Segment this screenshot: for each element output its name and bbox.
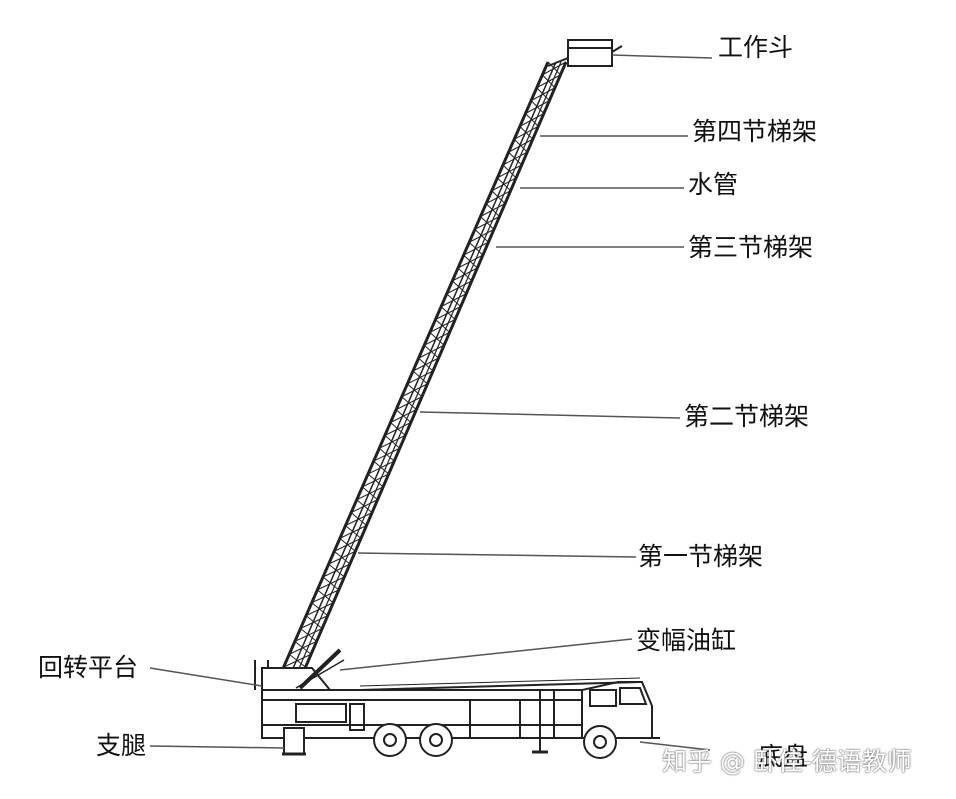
ladder-boom bbox=[276, 61, 568, 681]
lattice-brace bbox=[452, 280, 467, 295]
wheels bbox=[373, 723, 617, 759]
lattice-brace bbox=[322, 576, 340, 591]
lattice-brace bbox=[530, 100, 545, 114]
lattice-brace bbox=[429, 332, 445, 346]
leader-outrigger bbox=[149, 745, 285, 749]
lattice-brace bbox=[519, 126, 534, 140]
lattice-brace bbox=[480, 216, 495, 230]
lattice-brace bbox=[333, 550, 351, 565]
label-outrigger: 支腿 bbox=[96, 731, 147, 760]
lattice-brace bbox=[440, 306, 456, 320]
watermark: 知乎 @ 卧佳-德语教师 bbox=[662, 747, 912, 776]
lattice-brace bbox=[508, 151, 523, 166]
lattice-brace bbox=[328, 563, 345, 578]
lattice-brace bbox=[542, 74, 556, 89]
lattice-brace bbox=[536, 87, 550, 101]
lattice-brace bbox=[412, 370, 428, 385]
lattice-brace bbox=[525, 113, 539, 127]
lattice-brace bbox=[491, 190, 506, 204]
lattice-brace bbox=[423, 344, 439, 359]
label-bucket: 工作斗 bbox=[718, 33, 794, 62]
lattice-brace bbox=[311, 602, 329, 617]
ladder-lattice bbox=[277, 61, 567, 681]
label-ladder1: 第一节梯架 bbox=[638, 542, 764, 571]
lattice-brace bbox=[463, 254, 478, 269]
lattice-brace bbox=[305, 615, 323, 629]
label-ladder3: 第三节梯架 bbox=[688, 233, 814, 262]
lattice-brace bbox=[485, 203, 500, 217]
label-chassis: 底盘 bbox=[758, 742, 809, 771]
lattice-brace bbox=[395, 409, 412, 423]
lattice-brace bbox=[384, 434, 401, 449]
lattice-brace bbox=[350, 512, 367, 526]
leader-ladder2 bbox=[419, 411, 681, 419]
lattice-brace bbox=[401, 396, 417, 411]
leader-luffing bbox=[339, 638, 633, 671]
lattice-brace bbox=[362, 486, 378, 501]
lattice-brace bbox=[457, 267, 473, 282]
lattice-brace bbox=[474, 229, 489, 243]
lattice-brace bbox=[294, 640, 312, 655]
lattice-brace bbox=[502, 164, 517, 179]
lattice-brace bbox=[300, 628, 317, 642]
lattice-brace bbox=[373, 460, 389, 475]
lattice-brace bbox=[339, 537, 356, 552]
label-ladder4: 第四节梯架 bbox=[692, 117, 818, 146]
lattice-brace bbox=[356, 499, 373, 514]
leader-chassis bbox=[639, 741, 711, 751]
label-water-pipe: 水管 bbox=[688, 170, 739, 199]
leader-ladder1 bbox=[357, 552, 637, 558]
lattice-brace bbox=[468, 241, 484, 256]
lattice-brace bbox=[513, 138, 528, 153]
lattice-brace bbox=[345, 525, 362, 539]
leader-turntable bbox=[149, 667, 263, 687]
lattice-brace bbox=[317, 589, 334, 604]
lattice-brace bbox=[378, 447, 395, 462]
leader-bucket bbox=[611, 54, 713, 59]
label-luffing-cylinder: 变幅油缸 bbox=[636, 626, 737, 655]
fire-truck bbox=[254, 648, 660, 759]
lattice-brace bbox=[435, 319, 450, 333]
label-ladder2: 第二节梯架 bbox=[684, 402, 810, 431]
lattice-brace bbox=[407, 383, 423, 398]
leader-lines bbox=[149, 54, 713, 751]
lattice-brace bbox=[418, 357, 434, 372]
label-turntable: 回转平台 bbox=[38, 653, 139, 682]
lattice-brace bbox=[446, 293, 462, 307]
lattice-brace bbox=[497, 177, 511, 192]
lattice-brace bbox=[390, 422, 406, 436]
work-bucket bbox=[547, 39, 623, 67]
lattice-brace bbox=[288, 653, 306, 668]
lattice-brace bbox=[367, 473, 384, 488]
outriggers bbox=[282, 727, 548, 756]
